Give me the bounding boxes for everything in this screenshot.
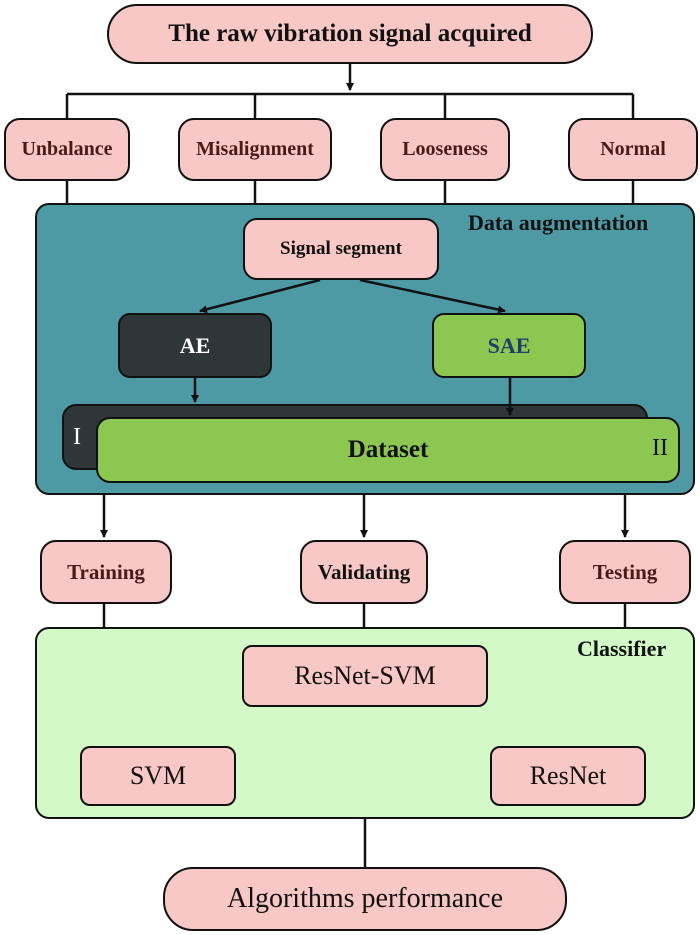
dataset-box: Dataset II xyxy=(96,417,680,483)
svm-box: SVM xyxy=(80,746,236,806)
dataset-marker-left: I xyxy=(73,424,81,450)
resnet-box: ResNet xyxy=(490,746,646,806)
training-box: Training xyxy=(40,540,172,604)
dataset-label: Dataset xyxy=(347,436,429,463)
data-augmentation-title: Data augmentation xyxy=(468,210,649,235)
fault-type-looseness: Looseness xyxy=(380,118,510,181)
ae-box: AE xyxy=(118,313,272,378)
classifier-title: Classifier xyxy=(577,636,667,661)
signal-segment-box: Signal segment xyxy=(243,218,439,280)
fault-type-unbalance: Unbalance xyxy=(4,118,130,181)
algorithms-performance-box: Algorithms performance xyxy=(163,867,567,931)
sae-box: SAE xyxy=(432,313,586,378)
fault-type-normal: Normal xyxy=(568,118,698,181)
raw-signal-box: The raw vibration signal acquired xyxy=(107,4,593,64)
resnet-svm-box: ResNet-SVM xyxy=(242,645,488,707)
validating-box: Validating xyxy=(300,540,428,604)
fault-type-misalignment: Misalignment xyxy=(178,118,332,181)
testing-box: Testing xyxy=(559,540,691,604)
dataset-marker-right: II xyxy=(652,435,668,461)
